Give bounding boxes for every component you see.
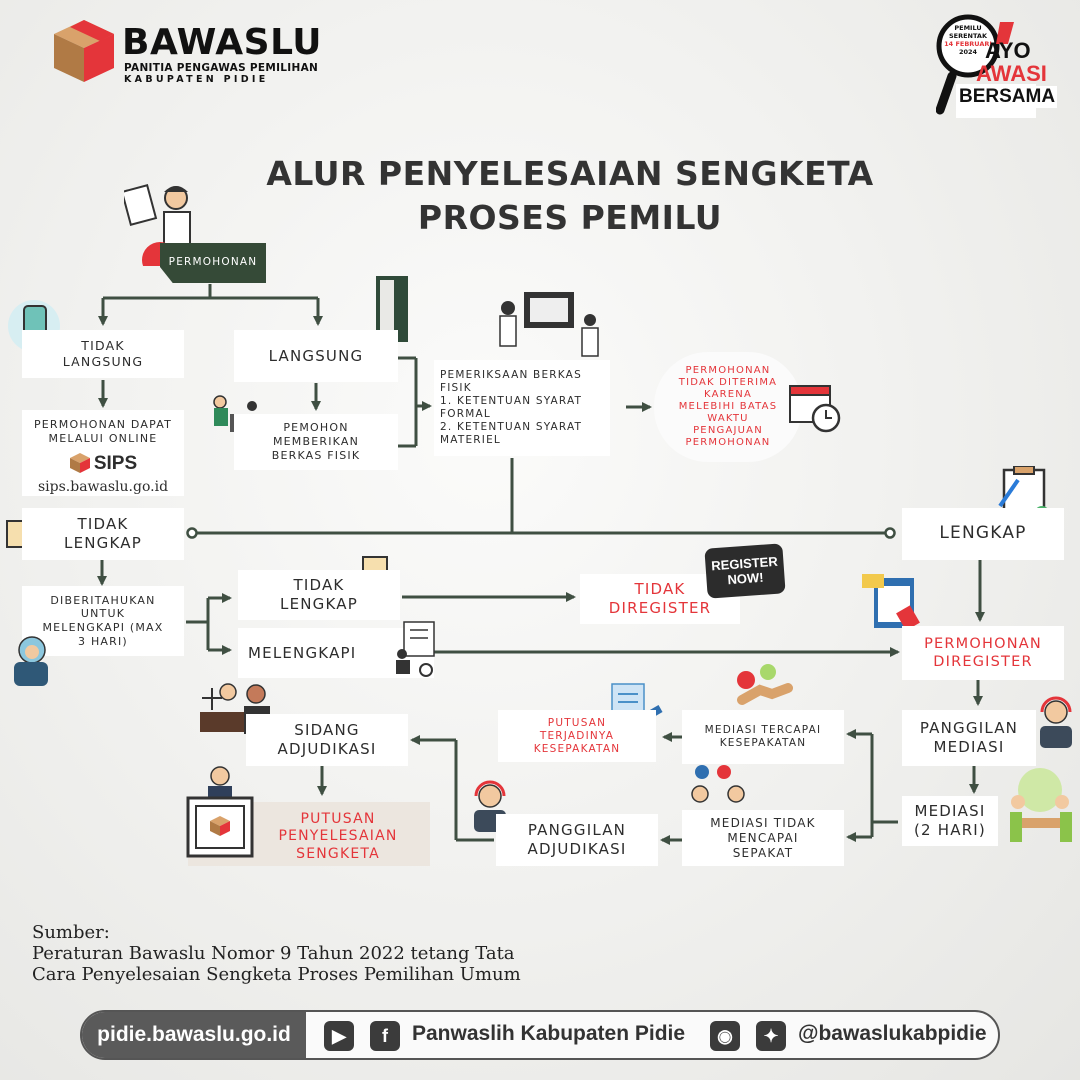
langsung-node: LANGSUNG <box>234 330 398 382</box>
putusan-sengketa-label: PUTUSAN PENYELESAIAN SENGKETA <box>278 810 398 862</box>
tidak-lengkap-node: TIDAK LENGKAP <box>22 508 184 560</box>
source-note: Sumber: Peraturan Bawaslu Nomor 9 Tahun … <box>32 922 521 985</box>
panggilan-adjudikasi-node: PANGGILAN ADJUDIKASI <box>496 814 658 866</box>
source-line-2: Cara Penyelesaian Sengketa Proses Pemili… <box>32 964 521 985</box>
meeting-table-icon <box>1010 768 1072 842</box>
footer-bar: pidie.bawaslu.go.id ▶ f Panwaslih Kabupa… <box>80 1010 1000 1060</box>
panggilan-mediasi-label: PANGGILAN MEDIASI <box>919 719 1019 756</box>
mediasi-node: MEDIASI (2 HARI) <box>902 796 998 846</box>
judge-podium-icon <box>186 766 254 858</box>
badge-line: 14 FEBRUARI <box>944 40 992 48</box>
tidak-lengkap-2-node: TIDAK LENGKAP <box>238 570 400 620</box>
badge-line: SERENTAK <box>948 32 987 40</box>
tidak-diregister-label: TIDAK DIREGISTER <box>608 580 712 617</box>
badge-text: PEMILU SERENTAK 14 FEBRUARI 2024 <box>944 24 992 56</box>
putusan-kesepakatan-node: PUTUSAN TERJADINYA KESEPAKATAN <box>498 710 656 762</box>
facebook-icon[interactable]: f <box>370 1021 400 1051</box>
permohonan-label: PERMOHONAN <box>168 256 258 269</box>
diberitahukan-label: DIBERITAHUKAN UNTUK MELENGKAPI (MAX 3 HA… <box>42 593 164 648</box>
person-hijab-icon <box>14 636 48 686</box>
social-handle[interactable]: @bawaslukabpidie <box>798 1022 987 1045</box>
langsung-label: LANGSUNG <box>268 346 364 365</box>
sips-logo-text: SIPS <box>93 452 138 474</box>
panggilan-adjudikasi-label: PANGGILAN ADJUDIKASI <box>527 821 627 858</box>
title-line-1: ALUR PENYELESAIAN SENGKETA <box>266 154 874 193</box>
online-label: PERMOHONAN DAPAT MELALUI ONLINE <box>33 418 173 445</box>
facebook-page-name[interactable]: Panwaslih Kabupaten Pidie <box>412 1022 686 1045</box>
badge-line: 2024 <box>958 48 978 56</box>
tidak-diregister-node: TIDAK DIREGISTER <box>580 574 740 624</box>
badge-awasi: AWASI <box>976 61 1047 86</box>
form-document-icon <box>862 574 920 631</box>
logo-subtitle-2: KABUPATEN PIDIE <box>124 74 269 85</box>
source-label: Sumber: <box>32 922 110 943</box>
sidang-adjudikasi-node: SIDANG ADJUDIKASI <box>246 714 408 766</box>
mediasi-tercapai-node: MEDIASI TERCAPAI KESEPAKATAN <box>682 710 844 764</box>
tidak-lengkap-label: TIDAK LENGKAP <box>64 515 142 552</box>
tidak-langsung-node: TIDAK LANGSUNG <box>22 330 184 378</box>
tidak-lengkap-2-label: TIDAK LENGKAP <box>280 576 358 613</box>
tidak-langsung-label: TIDAK LANGSUNG <box>62 338 144 369</box>
mediasi-label: MEDIASI (2 HARI) <box>913 802 986 839</box>
mediasi-tercapai-label: MEDIASI TERCAPAI KESEPAKATAN <box>704 723 822 749</box>
source-line-1: Peraturan Bawaslu Nomor 9 Tahun 2022 tet… <box>32 943 515 964</box>
sips-cube-icon <box>69 453 90 474</box>
sidang-adjudikasi-label: SIDANG ADJUDIKASI <box>277 721 377 758</box>
handshake-icon <box>737 664 793 705</box>
logo-name: BAWASLU <box>122 22 322 63</box>
mediasi-tidak-node: MEDIASI TIDAK MENCAPAI SEPAKAT <box>682 810 844 866</box>
twitter-icon[interactable]: ✦ <box>756 1021 786 1051</box>
putusan-sengketa-node: PUTUSAN PENYELESAIAN SENGKETA <box>256 810 420 864</box>
calendar-clock-icon <box>789 385 841 433</box>
diregister-label: PERMOHONAN DIREGISTER <box>924 635 1042 670</box>
lengkap-node: LENGKAP <box>902 508 1064 560</box>
tidak-diterima-label: PERMOHONAN TIDAK DITERIMA KARENA MELEBIH… <box>678 365 778 448</box>
document-inspection-icon <box>499 292 599 357</box>
title-line-2: PROSES PEMILU <box>417 198 723 237</box>
diregister-node: PERMOHONAN DIREGISTER <box>902 626 1064 680</box>
badge-bersama: BERSAMA <box>957 86 1058 108</box>
instagram-icon[interactable]: ◉ <box>710 1021 740 1051</box>
diberitahukan-node: DIBERITAHUKAN UNTUK MELENGKAPI (MAX 3 HA… <box>22 586 184 656</box>
disagreement-icon <box>691 765 745 803</box>
badge-line: PEMILU <box>954 24 982 32</box>
sips-logo: SIPS <box>69 452 137 476</box>
badge-ayo: AYO <box>985 38 1031 63</box>
panggilan-mediasi-node: PANGGILAN MEDIASI <box>902 710 1036 766</box>
youtube-icon[interactable]: ▶ <box>324 1021 354 1051</box>
checklist-worker-icon <box>396 621 435 677</box>
permohonan-node: PERMOHONAN <box>160 243 266 283</box>
register-now-badge: REGISTER NOW! <box>704 543 786 599</box>
online-node: PERMOHONAN DAPAT MELALUI ONLINE SIPS sip… <box>22 410 184 496</box>
logo-subtitle: PANITIA PENGAWAS PEMILIHAN <box>124 62 319 74</box>
berkas-fisik-node: PEMOHON MEMBERIKAN BERKAS FISIK <box>234 414 398 470</box>
bawaslu-logo-icon <box>54 20 114 82</box>
tidak-diterima-node: PERMOHONAN TIDAK DITERIMA KARENA MELEBIH… <box>654 352 802 462</box>
call-center-icon <box>1040 696 1072 748</box>
website-link[interactable]: pidie.bawaslu.go.id <box>82 1012 306 1058</box>
pemeriksaan-node: PEMERIKSAAN BERKAS FISIK 1. KETENTUAN SY… <box>434 360 610 456</box>
lengkap-label: LENGKAP <box>939 523 1027 544</box>
berkas-fisik-label: PEMOHON MEMBERIKAN BERKAS FISIK <box>271 421 361 462</box>
pemeriksaan-label: PEMERIKSAAN BERKAS FISIK 1. KETENTUAN SY… <box>440 368 583 447</box>
melengkapi-label: MELENGKAPI <box>248 643 357 662</box>
mediasi-tidak-label: MEDIASI TIDAK MENCAPAI SEPAKAT <box>710 815 816 860</box>
putusan-kesepakatan-label: PUTUSAN TERJADINYA KESEPAKATAN <box>533 716 621 755</box>
sips-url: sips.bawaslu.go.id <box>37 479 169 496</box>
